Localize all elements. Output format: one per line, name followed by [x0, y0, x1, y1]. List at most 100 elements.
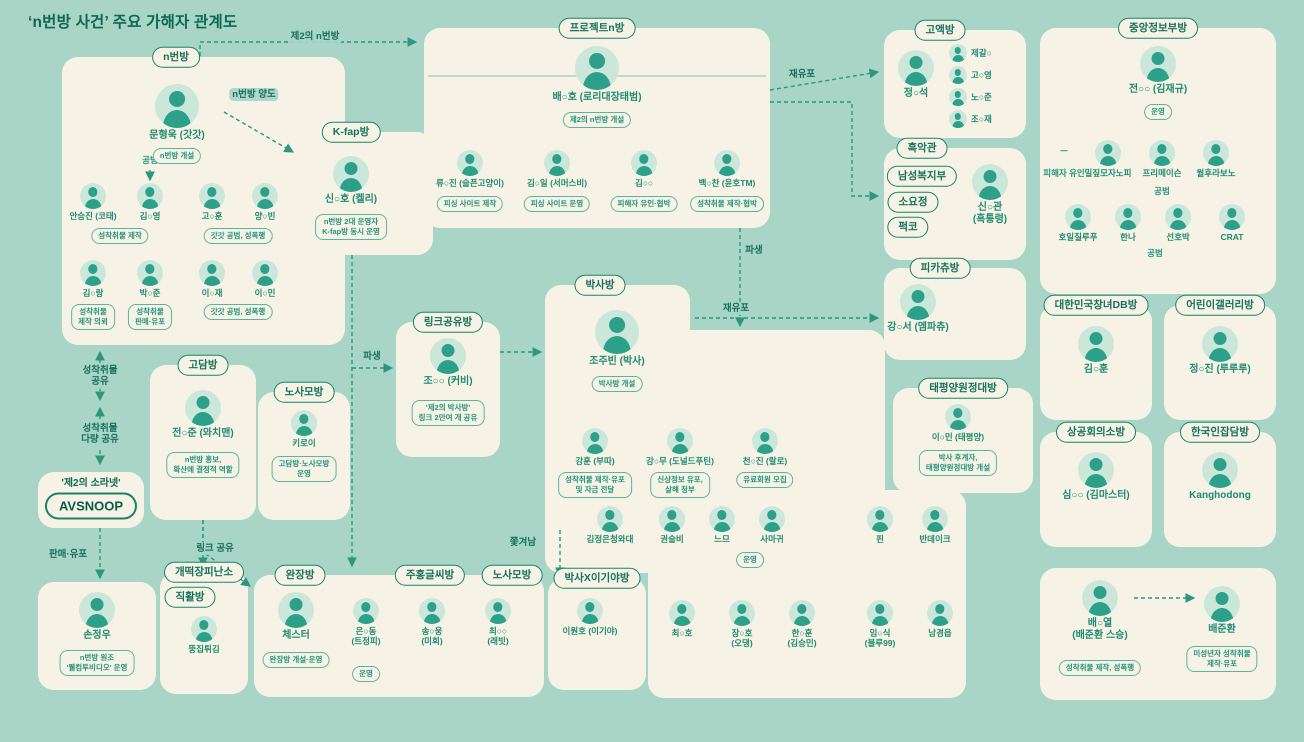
- arrow-label: 쫓겨남: [506, 536, 540, 550]
- person-avatar: [1149, 140, 1175, 166]
- person-avatar: [353, 598, 379, 624]
- person-name: 전○준 (와치맨): [172, 428, 234, 439]
- person: 송○웅 (미희): [372, 598, 492, 646]
- person-avatar: [949, 44, 967, 62]
- arrow-label: 재유포: [719, 302, 753, 316]
- person-avatar: [582, 428, 608, 454]
- person-avatar: [729, 600, 755, 626]
- person: 월후라보노: [1156, 140, 1276, 178]
- person-name: 선호박: [1166, 232, 1190, 242]
- person-avatar: [1204, 586, 1240, 622]
- person-name: 김○○: [634, 178, 654, 188]
- person-avatar: [667, 428, 693, 454]
- person-name: 이원호 (이기야): [562, 626, 618, 636]
- person-name: 핀: [876, 534, 884, 544]
- person-avatar: [1165, 204, 1191, 230]
- person-name: 이○민 (태평양): [931, 432, 985, 442]
- person-avatar: [867, 600, 893, 626]
- person: 정○진 (루루루): [1160, 326, 1280, 376]
- person-name: 백○찬 (윤호TM): [698, 178, 756, 188]
- room-pill: 직활방: [164, 586, 216, 608]
- person-name: 노○준: [971, 91, 992, 102]
- room-pill: 피카츄방: [909, 257, 971, 279]
- person-avatar: [709, 506, 735, 532]
- person-avatar: [927, 600, 953, 626]
- person-name: 한○훈 (김승민): [787, 628, 817, 649]
- room-pill: 박사X이기야방: [553, 567, 641, 589]
- person: 임○식 (블루99): [820, 600, 940, 648]
- person-avatar: [752, 428, 778, 454]
- person-avatar: [1065, 204, 1091, 230]
- person: 한나: [1068, 204, 1188, 242]
- room-pill: 상공회의소방: [1056, 421, 1136, 443]
- person-avatar: [1078, 326, 1114, 362]
- person-avatar: [199, 183, 225, 209]
- room-pill: K-fap방: [321, 121, 381, 143]
- person-name: 이○민: [254, 288, 276, 298]
- person: 손정우: [37, 592, 157, 642]
- role-badge: 갓갓 공범, 성폭행: [203, 228, 273, 244]
- person-avatar: [333, 156, 369, 192]
- room-pill: 박사방: [574, 274, 626, 296]
- person: 조○○ (커비): [388, 338, 508, 388]
- role-badge: 유료회원 모집: [736, 472, 794, 488]
- person-avatar: [1095, 140, 1121, 166]
- role-badge: 고담방·노사모방 운영: [271, 456, 337, 482]
- person: 조○재: [949, 110, 992, 128]
- person: 최○○ (래빗): [438, 598, 558, 646]
- role-badge: 성착취물 제작, 성폭행: [1058, 660, 1142, 676]
- connector-arrow: [223, 111, 295, 153]
- room-pill: 흑악관: [896, 137, 948, 159]
- person-name: 송○웅 (미희): [421, 626, 443, 647]
- person-avatar: [595, 310, 639, 354]
- person-name: 권슬비: [660, 534, 684, 544]
- room-pill: 완장방: [274, 564, 326, 586]
- person: 고○훈: [152, 183, 272, 221]
- role-badge: '제2의 박사방' 링크 2만여 개 공유: [411, 400, 485, 426]
- person-name: 강○서 (엠파츄): [887, 322, 949, 333]
- room-rc: [648, 490, 966, 698]
- person-name: 천○진 (랄로): [742, 456, 788, 466]
- person-name: 양○빈: [254, 211, 276, 221]
- person-avatar: [949, 66, 967, 84]
- person-avatar: [185, 390, 221, 426]
- person-name: 강훈 (부따): [575, 456, 615, 466]
- role-badge: 신상정보 유포, 살해 청부: [650, 472, 710, 498]
- person-name: 호일질루푸: [1058, 232, 1098, 242]
- person-name: 최○○ (래빗): [487, 626, 509, 647]
- person-avatar: [419, 598, 445, 624]
- person-name: 은○동 (트정피): [351, 626, 381, 647]
- person-avatar: [1078, 452, 1114, 488]
- person: 은○동 (트정피): [306, 598, 426, 646]
- person-name: 느므: [714, 534, 730, 544]
- person: 김○일 (서머스비): [497, 150, 617, 188]
- person-name: 조주빈 (박사): [589, 356, 645, 367]
- person-name: 신○관 (흑통령): [972, 202, 1008, 225]
- person-name: 배준환: [1208, 624, 1236, 635]
- person: 김○○: [584, 150, 704, 188]
- person-name: 정○석: [903, 88, 929, 99]
- person: 고○영: [949, 66, 992, 84]
- role-badge: 피싱 사이트 운영: [523, 196, 591, 212]
- person: 전○○ (김재규): [1098, 46, 1218, 96]
- arrow-label: n번방 양도: [229, 88, 279, 102]
- person-name: 조○재: [971, 113, 992, 124]
- room-pill: n번방: [152, 46, 200, 68]
- person-avatar: [1082, 580, 1118, 616]
- person: 사마귀: [712, 506, 832, 544]
- person: 김○훈: [1036, 326, 1156, 376]
- role-badge: 성착취물 제작: [91, 228, 149, 244]
- person: 이○민 (태평양): [898, 404, 1018, 442]
- person-avatar: [597, 506, 623, 532]
- person-name: 반데이크: [919, 534, 951, 544]
- arrow-label: 파생: [360, 350, 384, 364]
- role-badge: 박사 후계자, 태평양원정대방 개설: [918, 450, 998, 476]
- person-name: 한나: [1120, 232, 1136, 242]
- person-avatar: [485, 598, 511, 624]
- person: 신○관 (흑통령): [930, 164, 1050, 226]
- person-avatar: [137, 260, 163, 286]
- person: Kanghodong: [1160, 452, 1280, 502]
- person-name: 키로이: [292, 438, 316, 448]
- person-avatar: [1140, 46, 1176, 82]
- person-avatar: [949, 110, 967, 128]
